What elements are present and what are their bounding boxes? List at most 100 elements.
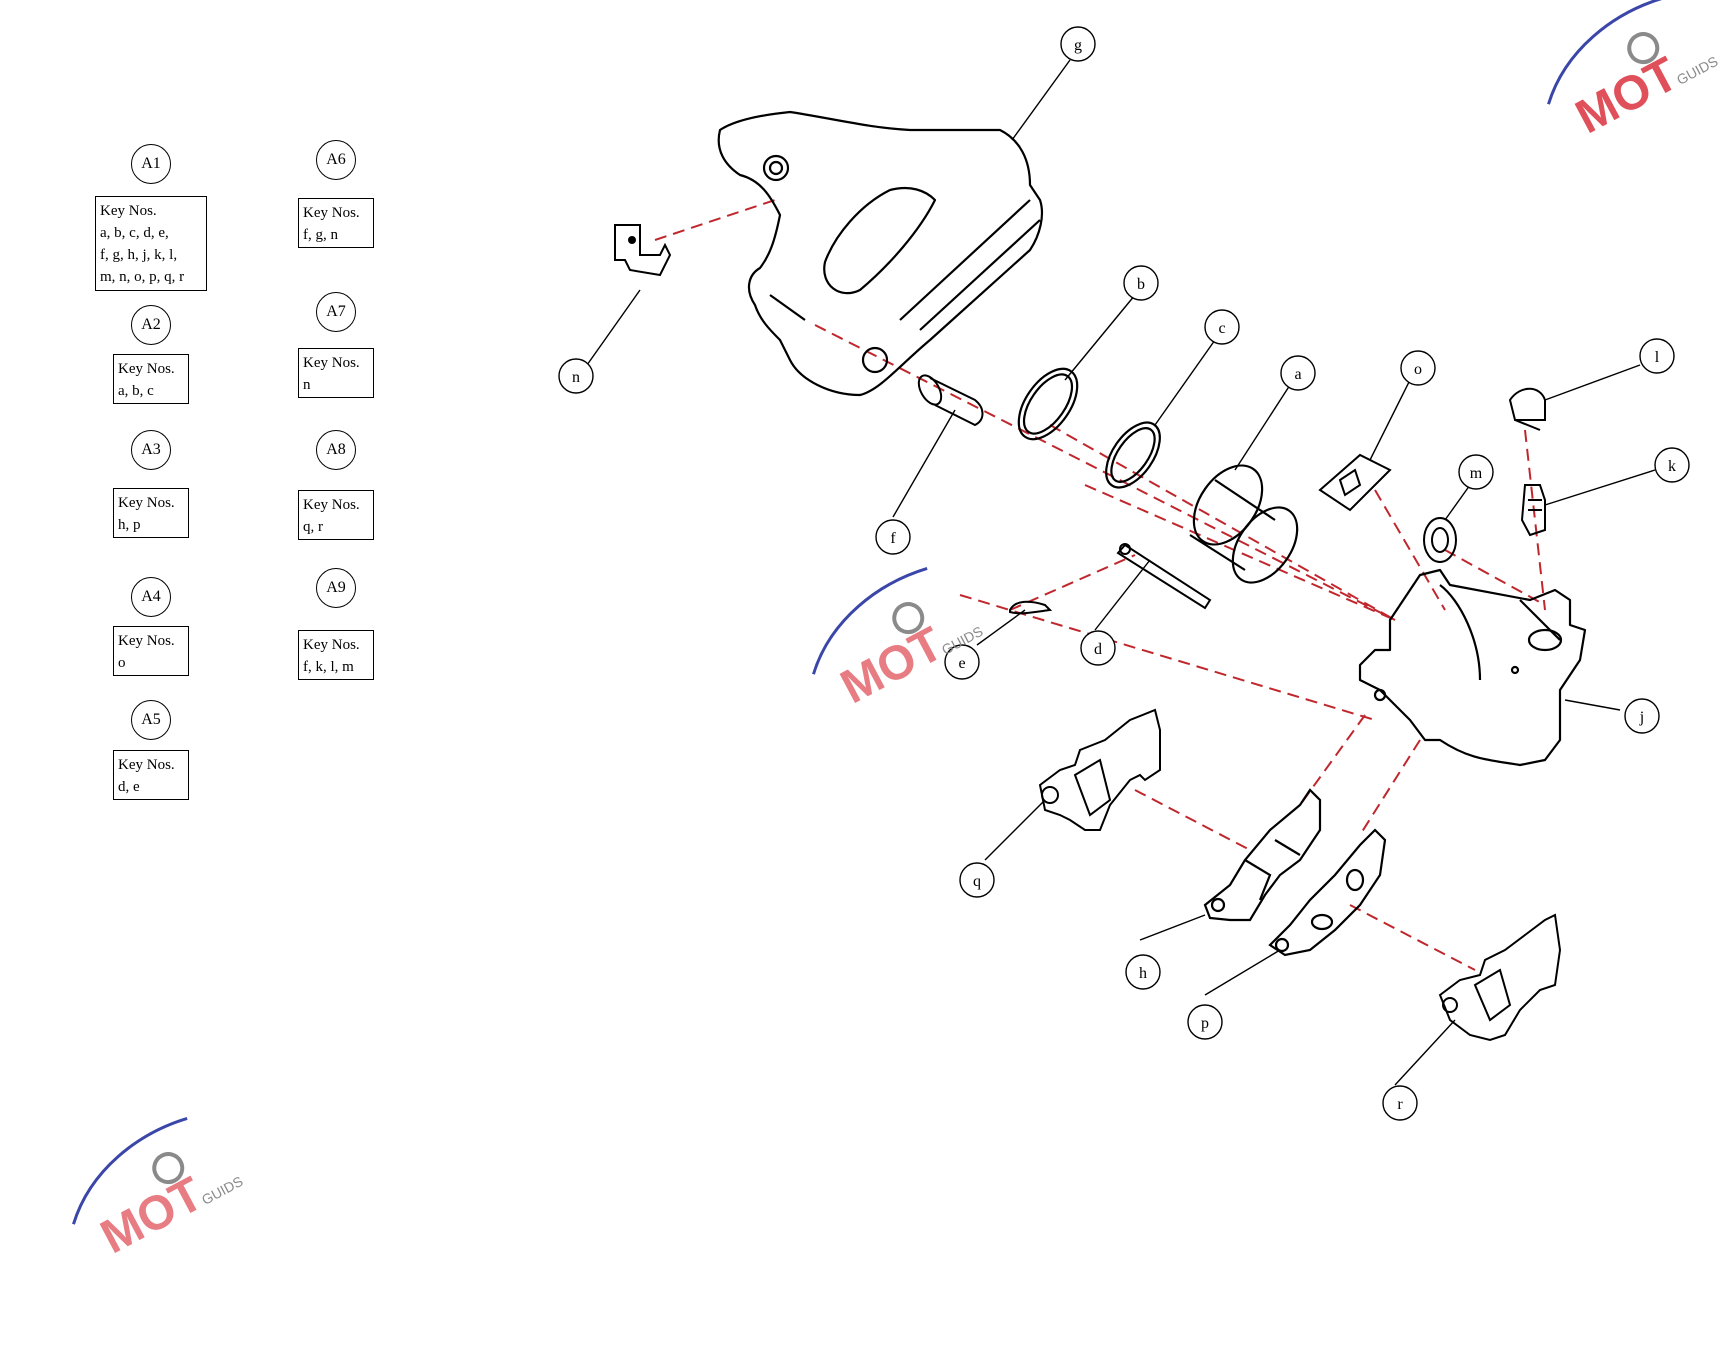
- callout-label: n: [572, 369, 580, 386]
- watermark-brand-2: MOT: [833, 617, 952, 714]
- callout-label: g: [1074, 37, 1082, 54]
- part-j-caliper-body: [1358, 568, 1587, 767]
- kit-A9-id: A9: [316, 568, 356, 608]
- callout-circle: [1060, 26, 1096, 62]
- callout-label: d: [1094, 641, 1102, 658]
- kit-A4-id: A4: [131, 577, 171, 617]
- kit-A6-id: A6: [316, 140, 356, 180]
- callout-f: f: [875, 519, 911, 555]
- callout-g: g: [1060, 26, 1096, 62]
- callout-circle: [1458, 454, 1494, 490]
- callout-label: r: [1397, 1096, 1403, 1113]
- kit-A3-line-1: h, p: [118, 517, 141, 533]
- kit-A2-box: Key Nos. a, b, c: [113, 354, 189, 404]
- part-m-boot: [1423, 517, 1457, 563]
- kit-A6-line-1: f, g, n: [303, 227, 338, 243]
- part-f-pin: [917, 374, 984, 427]
- kit-A4-line-1: o: [118, 655, 126, 671]
- watermark-sub-1: GUIDS: [1674, 53, 1721, 88]
- callout-circle: [1280, 355, 1316, 391]
- part-k-bleed-screw: [1520, 484, 1546, 537]
- callout-o: o: [1400, 350, 1436, 386]
- kit-A5-heading: Key Nos.: [118, 757, 175, 773]
- part-q-shim: [1038, 708, 1161, 831]
- callout-label: l: [1655, 349, 1660, 366]
- kit-A6-box: Key Nos. f, g, n: [298, 198, 374, 248]
- callout-circle: [1639, 338, 1675, 374]
- kit-A6-heading: Key Nos.: [303, 205, 360, 221]
- assembly-axes: [654, 199, 1546, 971]
- callout-n: n: [558, 358, 594, 394]
- kit-A8-heading: Key Nos.: [303, 497, 360, 513]
- kit-A4-box: Key Nos. o: [113, 626, 189, 676]
- callout-c: c: [1204, 309, 1240, 345]
- watermark-logo: MOT GUIDS: [812, 566, 986, 714]
- callout-circle: [558, 358, 594, 394]
- callout-label: q: [973, 873, 981, 890]
- kit-A3-box: Key Nos. h, p: [113, 488, 189, 538]
- callout-circle: [959, 862, 995, 898]
- kit-A4-heading: Key Nos.: [118, 633, 175, 649]
- callout-label: o: [1414, 361, 1422, 378]
- callout-j: j: [1624, 698, 1660, 734]
- kit-A9-box: Key Nos. f, k, l, m: [298, 630, 374, 680]
- callout-e: e: [944, 644, 980, 680]
- kit-A3-id: A3: [131, 430, 171, 470]
- kit-A8-line-1: q, r: [303, 519, 323, 535]
- kit-A7-line-1: n: [303, 377, 311, 393]
- kit-A8-id: A8: [316, 430, 356, 470]
- part-r-shim: [1438, 913, 1562, 1042]
- kit-A9-line-1: f, k, l, m: [303, 659, 354, 675]
- kit-A7-box: Key Nos. n: [298, 348, 374, 398]
- part-p-backing: [1268, 828, 1387, 957]
- watermark-brand-1: MOT: [1568, 47, 1687, 144]
- kit-A7-heading: Key Nos.: [303, 355, 360, 371]
- kit-A2-heading: Key Nos.: [118, 361, 175, 377]
- part-e-clip: [1009, 600, 1053, 615]
- callout-r: r: [1382, 1085, 1418, 1121]
- kit-A1-id: A1: [131, 144, 171, 184]
- callout-label: b: [1137, 276, 1145, 293]
- callout-k: k: [1654, 447, 1690, 483]
- callout-label: p: [1201, 1015, 1209, 1032]
- kit-A5-box: Key Nos. d, e: [113, 750, 189, 800]
- part-d-pad-pin: [1116, 543, 1212, 610]
- kit-A7-id: A7: [316, 292, 356, 332]
- kit-A8-box: Key Nos. q, r: [298, 490, 374, 540]
- kit-A1-line-2: f, g, h, j, k, l,: [100, 247, 178, 263]
- callout-q: q: [959, 862, 995, 898]
- callout-circle: [1123, 265, 1159, 301]
- watermark-logo: MOT GUIDS: [72, 1116, 246, 1264]
- callout-circle: [1125, 954, 1161, 990]
- callout-circle: [1624, 698, 1660, 734]
- watermark-logo: MOT GUIDS: [1547, 0, 1721, 144]
- watermark-brand-3: MOT: [93, 1167, 212, 1264]
- kit-A1-box: Key Nos. a, b, c, d, e, f, g, h, j, k, l…: [95, 196, 207, 291]
- callout-d: d: [1080, 630, 1116, 666]
- callout-leaders: [586, 59, 1656, 1086]
- callout-label: j: [1639, 709, 1644, 726]
- callout-m: m: [1458, 454, 1494, 490]
- callout-b: b: [1123, 265, 1159, 301]
- callout-group: g n b c a o l m k f e d j q h p r: [558, 26, 1690, 1121]
- part-g-bracket: [717, 110, 1044, 397]
- callout-h: h: [1125, 954, 1161, 990]
- callout-circle: [1654, 447, 1690, 483]
- callout-a: a: [1280, 355, 1316, 391]
- callout-label: c: [1218, 320, 1225, 337]
- kit-A5-line-1: d, e: [118, 779, 140, 795]
- part-o-spring: [1318, 453, 1392, 512]
- part-n-clip: [614, 224, 672, 277]
- callout-circle: [1187, 1004, 1223, 1040]
- callout-p: p: [1187, 1004, 1223, 1040]
- callout-circle: [944, 644, 980, 680]
- kit-A1-heading: Key Nos.: [100, 203, 157, 219]
- part-h-pad: [1203, 788, 1322, 922]
- watermark-sub-3: GUIDS: [199, 1173, 246, 1208]
- kit-A2-line-1: a, b, c: [118, 383, 154, 399]
- callout-label: h: [1139, 965, 1147, 982]
- kit-A1-line-3: m, n, o, p, q, r: [100, 269, 185, 285]
- callout-label: m: [1470, 465, 1483, 482]
- callout-label: a: [1294, 366, 1301, 383]
